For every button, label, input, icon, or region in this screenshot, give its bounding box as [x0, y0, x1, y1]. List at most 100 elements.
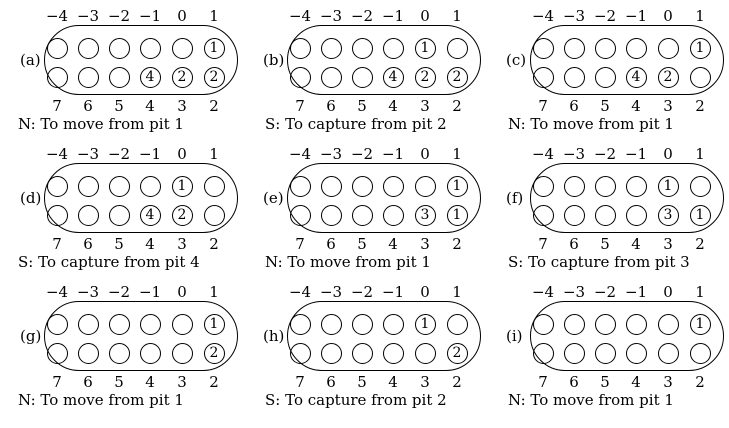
bottom-pit-number: 4: [388, 235, 398, 253]
bottom-pit: 2: [203, 342, 225, 364]
top-pit-number: −4: [288, 283, 312, 301]
bottom-pit: 2: [171, 204, 193, 226]
bottom-pit: [532, 342, 554, 364]
bottom-pit: [625, 204, 647, 226]
top-pit: [563, 37, 585, 59]
bottom-pit: 2: [203, 66, 225, 88]
bottom-pit-number: 7: [52, 373, 62, 391]
top-pit-number: −4: [531, 283, 555, 301]
panel-caption: N: To move from pit 1: [508, 115, 674, 133]
top-pit-number: −2: [350, 145, 374, 163]
bottom-pit-number: 4: [145, 97, 155, 115]
top-pit: [171, 37, 193, 59]
top-pit-number: −3: [76, 283, 100, 301]
top-pit-number: −2: [107, 7, 131, 25]
board-outline: [530, 163, 724, 233]
top-pit-number: 1: [209, 283, 219, 301]
top-pit: [657, 37, 679, 59]
bottom-pit-number: 4: [145, 235, 155, 253]
top-pit-number: −3: [319, 145, 343, 163]
top-pit-number: 0: [663, 283, 673, 301]
bottom-pit-number: 5: [600, 97, 610, 115]
bottom-pit: 2: [171, 66, 193, 88]
bottom-pit-number: 5: [357, 235, 367, 253]
top-pit-number: −2: [107, 145, 131, 163]
top-pit-number: 1: [452, 7, 462, 25]
top-pit: [289, 175, 311, 197]
bottom-pit: 1: [446, 204, 468, 226]
bottom-pit: [414, 342, 436, 364]
top-pit-number: 0: [177, 7, 187, 25]
bottom-pit: 4: [625, 66, 647, 88]
top-pit: [77, 313, 99, 335]
panel-caption: N: To move from pit 1: [265, 253, 431, 271]
top-pit-number: 1: [695, 145, 705, 163]
bottom-pit: [77, 66, 99, 88]
top-pit: 1: [689, 313, 711, 335]
top-pit-number: 1: [452, 283, 462, 301]
top-pit: 1: [657, 175, 679, 197]
top-pit: [203, 175, 225, 197]
top-pit-number: 0: [420, 283, 430, 301]
top-pit: [46, 37, 68, 59]
top-pit-number: −3: [319, 7, 343, 25]
top-pit: [625, 175, 647, 197]
top-pit: [594, 313, 616, 335]
bottom-pit-number: 5: [357, 373, 367, 391]
panel-caption: S: To capture from pit 2: [265, 391, 447, 409]
bottom-pit: [320, 342, 342, 364]
bottom-pit: 2: [414, 66, 436, 88]
bottom-pit-number: 6: [83, 97, 93, 115]
bottom-pit: [46, 342, 68, 364]
bottom-pit-number: 3: [663, 97, 673, 115]
top-pit: [46, 175, 68, 197]
top-pit-number: −1: [138, 145, 162, 163]
top-pit: [382, 313, 404, 335]
bottom-pit-number: 3: [420, 235, 430, 253]
top-pit: [594, 37, 616, 59]
bottom-pit-number: 3: [177, 235, 187, 253]
top-pit: [289, 37, 311, 59]
bottom-pit-number: 5: [114, 97, 124, 115]
top-pit-number: −1: [138, 283, 162, 301]
top-pit: [139, 175, 161, 197]
panel-caption: S: To capture from pit 2: [265, 115, 447, 133]
top-pit: [108, 37, 130, 59]
top-pit: [563, 175, 585, 197]
board-outline: [287, 163, 481, 233]
bottom-pit: [108, 66, 130, 88]
top-pit-number: −4: [288, 7, 312, 25]
top-pit: [563, 313, 585, 335]
top-pit: [77, 37, 99, 59]
top-pit-number: 0: [663, 7, 673, 25]
top-pit-number: −2: [593, 145, 617, 163]
bottom-pit: [77, 204, 99, 226]
panel-caption: N: To move from pit 1: [18, 115, 184, 133]
bottom-pit: [594, 66, 616, 88]
top-pit-number: −4: [288, 145, 312, 163]
bottom-pit-number: 5: [357, 97, 367, 115]
top-pit-number: −3: [562, 7, 586, 25]
bottom-pit-number: 2: [452, 235, 462, 253]
top-pit-number: 1: [452, 145, 462, 163]
bottom-pit-number: 4: [145, 373, 155, 391]
panel-label: (e): [263, 189, 284, 207]
board-outline: [44, 301, 238, 371]
top-pit: [108, 313, 130, 335]
top-pit-number: −2: [593, 7, 617, 25]
bottom-pit: [563, 204, 585, 226]
panel-label: (c): [506, 51, 527, 69]
bottom-pit-number: 7: [538, 373, 548, 391]
top-pit: [351, 175, 373, 197]
top-pit: [532, 175, 554, 197]
top-pit-number: −1: [624, 283, 648, 301]
top-pit-number: −2: [350, 7, 374, 25]
bottom-pit: [594, 204, 616, 226]
bottom-pit: [532, 66, 554, 88]
bottom-pit-number: 5: [114, 235, 124, 253]
